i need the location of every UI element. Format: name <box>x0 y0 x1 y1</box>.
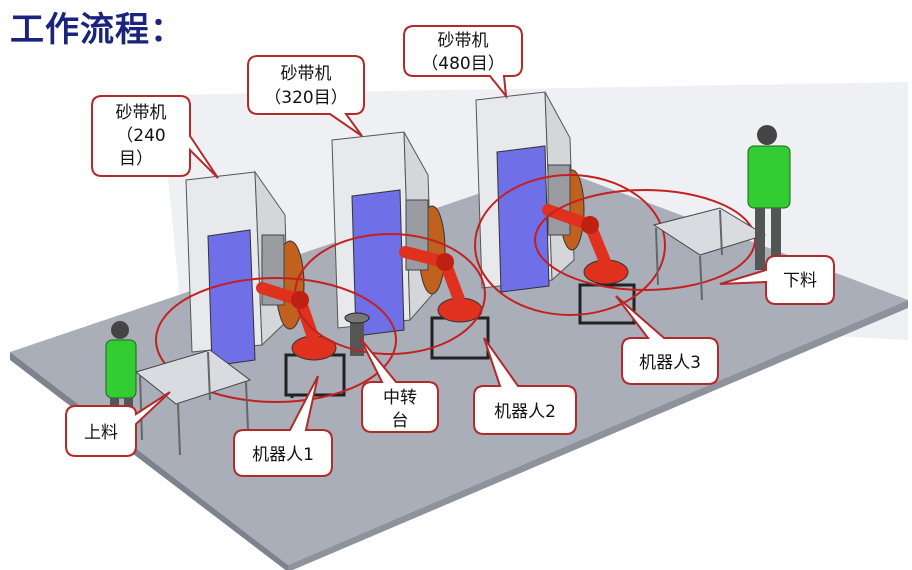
page-title: 工作流程： <box>10 10 185 50</box>
load-label: 上料 <box>84 423 118 443</box>
sanding-machine-3 <box>475 91 585 293</box>
callout-unload <box>719 255 835 305</box>
callout-robot-1 <box>233 375 333 477</box>
sander-2-name: 砂带机 <box>281 64 332 84</box>
robot-3-label: 机器人3 <box>639 353 701 373</box>
sander-3-grit: （480目） <box>421 54 504 74</box>
sander-2-grit: （320目） <box>264 88 347 108</box>
robot-1-label: 机器人1 <box>252 445 314 465</box>
sanding-machine-2 <box>331 131 446 337</box>
sander-3-name: 砂带机 <box>438 31 489 51</box>
robot-2-label: 机器人2 <box>494 402 556 422</box>
callout-load <box>65 391 171 457</box>
callout-sander-2 <box>247 55 365 137</box>
transfer-turntable <box>344 312 370 356</box>
callout-sander-3 <box>403 25 523 100</box>
sander-1-name: 砂带机 <box>116 103 167 123</box>
sander-1-grit-unit: 目） <box>119 149 153 169</box>
callout-robot-3 <box>615 295 719 385</box>
sander-1-grit: （240 <box>116 126 165 146</box>
unload-label: 下料 <box>783 271 817 291</box>
callout-sander-1 <box>91 95 219 179</box>
turntable-label-line2: 台 <box>392 411 409 431</box>
work-envelope-1 <box>155 277 397 403</box>
loading-table <box>134 349 252 456</box>
robot-3 <box>542 204 636 325</box>
callout-robot-2 <box>473 337 577 435</box>
work-envelope-3 <box>474 174 666 316</box>
turntable-label-line1: 中转 <box>383 388 417 408</box>
sanding-machine-1 <box>185 170 305 367</box>
callout-turntable <box>359 337 439 433</box>
work-envelope-2 <box>294 233 486 355</box>
robot-2 <box>399 246 490 360</box>
operator-unloading <box>747 125 791 270</box>
